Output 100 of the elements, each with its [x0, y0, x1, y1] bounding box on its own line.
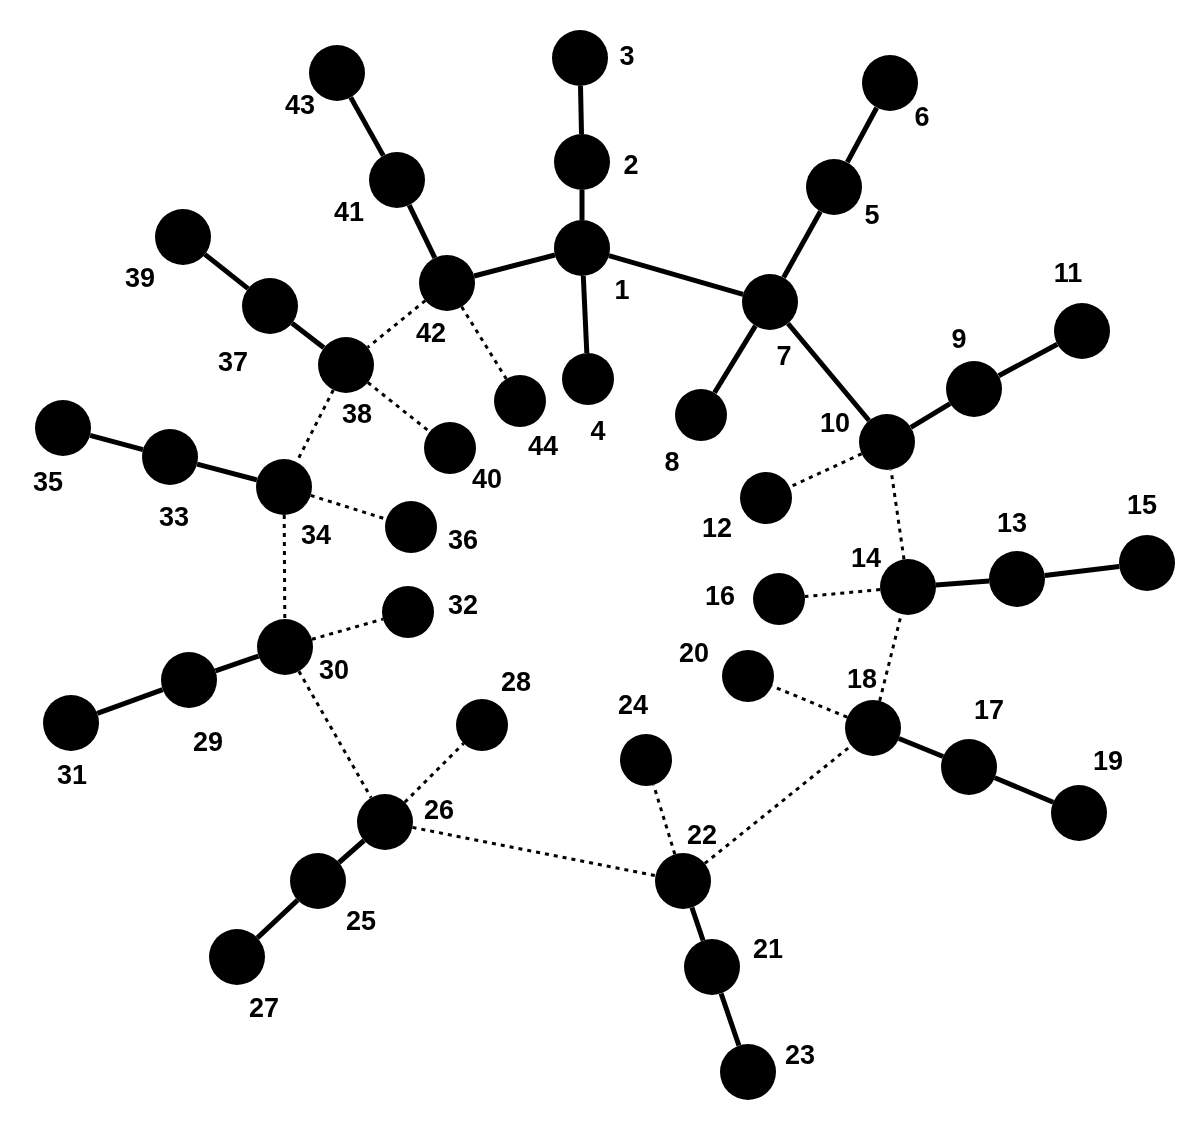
- connector-line: [786, 321, 871, 423]
- connector-line: [89, 432, 144, 453]
- node-number: 27: [249, 994, 279, 1022]
- node-number: 21: [753, 935, 783, 963]
- node-circle: [1054, 303, 1110, 359]
- node-number: 30: [319, 656, 349, 684]
- connector-line: [845, 106, 879, 164]
- node-circle: [385, 501, 437, 553]
- node-number: 18: [847, 665, 877, 693]
- node-circle: [357, 794, 413, 850]
- node-circle: [382, 586, 434, 638]
- node-number: 37: [218, 348, 248, 376]
- connector-line: [214, 653, 260, 674]
- node-circle: [562, 353, 614, 405]
- node-number: 39: [125, 264, 155, 292]
- connector-line: [781, 210, 823, 279]
- node-circle: [256, 459, 312, 515]
- node-circle: [675, 389, 727, 441]
- node-circle: [456, 699, 508, 751]
- node-circle: [161, 652, 217, 708]
- node-number: 38: [342, 400, 372, 428]
- node-circle: [209, 929, 265, 985]
- connector-line: [608, 253, 744, 297]
- node-number: 15: [1127, 491, 1157, 519]
- connector-line: [579, 190, 585, 220]
- connector-line: [689, 906, 706, 942]
- node-number: 36: [448, 526, 478, 554]
- node-number: 43: [285, 91, 315, 119]
- node-circle: [806, 159, 862, 215]
- node-number: 10: [820, 409, 850, 437]
- connector-line: [935, 578, 990, 588]
- node-number: 9: [951, 325, 967, 353]
- connector-line: [897, 736, 945, 759]
- dashed-connector-line: [460, 306, 508, 380]
- node-circle: [1119, 535, 1175, 591]
- node-number: 31: [57, 761, 87, 789]
- node-circle: [753, 573, 805, 625]
- node-circle: [845, 700, 901, 756]
- node-number: 20: [679, 639, 709, 667]
- node-number: 41: [334, 198, 364, 226]
- node-number: 24: [618, 691, 648, 719]
- connector-line: [255, 898, 300, 940]
- connector-line: [290, 321, 326, 350]
- connector-line: [96, 687, 164, 716]
- node-circle: [1051, 785, 1107, 841]
- dashed-connector-line: [282, 515, 287, 619]
- node-number: 34: [301, 521, 331, 549]
- node-circle: [554, 134, 610, 190]
- node-number: 35: [33, 468, 63, 496]
- node-number: 2: [623, 151, 639, 179]
- node-circle: [419, 255, 475, 311]
- node-number: 33: [159, 503, 189, 531]
- node-number: 22: [687, 821, 717, 849]
- connector-line: [337, 838, 366, 865]
- node-circle: [35, 400, 91, 456]
- node-circle: [257, 619, 313, 675]
- node-number: 26: [424, 796, 454, 824]
- node-circle: [946, 361, 1002, 417]
- node-number: 12: [702, 514, 732, 542]
- node-circle: [742, 274, 798, 330]
- connector-line: [578, 85, 584, 135]
- node-circle: [369, 152, 425, 208]
- connector-line: [473, 252, 556, 279]
- dashed-connector-line: [297, 670, 373, 799]
- node-number: 13: [997, 509, 1027, 537]
- node-number: 6: [914, 103, 930, 131]
- connector-line: [909, 401, 952, 430]
- dashed-connector-line: [804, 588, 881, 599]
- node-circle: [554, 220, 610, 276]
- node-circle: [43, 695, 99, 751]
- node-circle: [620, 734, 672, 786]
- node-circle: [684, 939, 740, 995]
- node-circle: [720, 1044, 776, 1100]
- node-circle: [740, 472, 792, 524]
- connector-line: [1044, 563, 1120, 579]
- node-number: 8: [664, 448, 680, 476]
- connector-line: [580, 275, 590, 354]
- node-number: 7: [776, 342, 792, 370]
- dashed-connector-line: [412, 825, 656, 878]
- node-number: 5: [864, 201, 880, 229]
- node-circle: [989, 551, 1045, 607]
- node-circle: [859, 414, 915, 470]
- connector-line: [203, 252, 250, 291]
- node-number: 4: [590, 417, 606, 445]
- connector-line: [712, 324, 758, 395]
- node-number: 1: [614, 276, 630, 304]
- node-number: 3: [619, 42, 635, 70]
- node-circle: [655, 853, 711, 909]
- node-circle: [722, 650, 774, 702]
- node-number: 42: [416, 319, 446, 347]
- node-number: 29: [193, 728, 223, 756]
- node-circle: [494, 375, 546, 427]
- node-number: 32: [448, 591, 478, 619]
- node-circle: [552, 30, 608, 86]
- connector-line: [718, 992, 742, 1047]
- dashed-connector-line: [366, 299, 427, 349]
- node-number: 25: [346, 907, 376, 935]
- node-number: 11: [1053, 259, 1083, 287]
- node-number: 28: [501, 668, 531, 696]
- node-number: 16: [705, 582, 735, 610]
